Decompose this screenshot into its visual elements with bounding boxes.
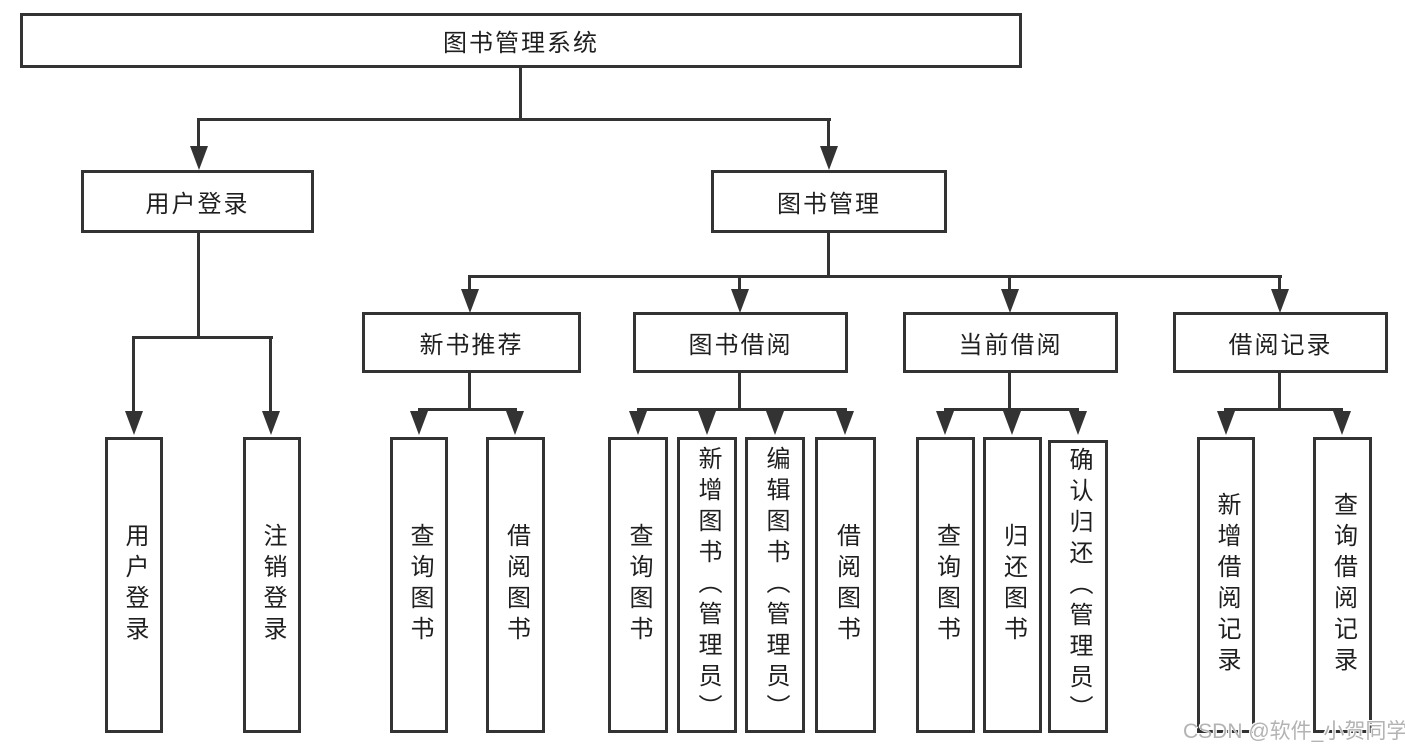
node-user-login-branch: 用户登录	[81, 170, 314, 233]
node-root: 图书管理系统	[20, 13, 1022, 68]
leaf-current-confirm-label: 确认归还（管理员）	[1065, 447, 1092, 726]
leaf-records-add: 新增借阅记录	[1197, 437, 1255, 733]
leaf-logout-label: 注销登录	[259, 523, 286, 647]
leaf-current-confirm: 确认归还（管理员）	[1048, 440, 1108, 733]
node-book-borrow-label: 图书借阅	[688, 332, 793, 359]
down-arrow-icon	[506, 411, 524, 435]
leaf-borrow-query-label: 查询图书	[625, 523, 652, 647]
connector-currentborrow-stem	[1008, 373, 1011, 411]
connector-bookborrow-stem	[738, 373, 741, 411]
down-arrow-icon	[125, 411, 143, 435]
node-borrow-records-label: 借阅记录	[1228, 332, 1333, 359]
leaf-borrow-add: 新增图书（管理员）	[677, 437, 737, 733]
arrow-stem	[1008, 275, 1011, 291]
down-arrow-icon	[190, 146, 208, 170]
down-arrow-icon	[1001, 289, 1019, 313]
leaf-user-login-label: 用户登录	[121, 523, 148, 647]
leaf-current-query: 查询图书	[916, 437, 975, 733]
arrow-stem	[269, 336, 272, 413]
leaf-user-login: 用户登录	[105, 437, 163, 733]
leaf-borrow-add-label: 新增图书（管理员）	[694, 445, 721, 725]
connector-bookborrow-hline	[637, 408, 847, 411]
down-arrow-icon	[629, 411, 647, 435]
leaf-borrow-borrow-label: 借阅图书	[832, 523, 860, 647]
down-arrow-icon	[836, 411, 854, 435]
node-current-borrow-group: 当前借阅	[903, 312, 1118, 373]
node-new-books-label: 新书推荐	[419, 332, 524, 359]
leaf-newbooks-borrow-label: 借阅图书	[502, 523, 530, 647]
down-arrow-icon	[731, 289, 749, 313]
down-arrow-icon	[1333, 411, 1351, 435]
leaf-borrow-borrow: 借阅图书	[815, 437, 876, 733]
connector-root-stem	[519, 66, 522, 120]
arrow-stem	[827, 118, 830, 148]
connector-records-hline	[1224, 408, 1343, 411]
csdn-watermark: CSDN @软件_小贺同学	[1183, 720, 1405, 743]
arrow-stem	[1278, 275, 1281, 291]
down-arrow-icon	[461, 289, 479, 313]
arrow-stem	[132, 336, 135, 413]
leaf-borrow-edit-label: 编辑图书（管理员）	[762, 445, 789, 725]
leaf-records-query: 查询借阅记录	[1313, 437, 1372, 733]
down-arrow-icon	[1069, 411, 1087, 435]
down-arrow-icon	[936, 411, 954, 435]
connector-bookmgmt-hline	[469, 275, 1282, 278]
connector-records-stem	[1278, 373, 1281, 411]
node-book-mgmt-branch: 图书管理	[711, 170, 947, 233]
connector-newbooks-hline	[418, 408, 517, 411]
node-new-books-group: 新书推荐	[362, 312, 581, 373]
arrow-stem	[468, 275, 471, 291]
node-book-mgmt-branch-label: 图书管理	[777, 191, 881, 218]
leaf-newbooks-query: 查询图书	[390, 437, 448, 733]
leaf-newbooks-borrow: 借阅图书	[486, 437, 545, 733]
node-book-borrow-group: 图书借阅	[633, 312, 848, 373]
leaf-current-return: 归还图书	[983, 437, 1042, 733]
down-arrow-icon	[1217, 411, 1235, 435]
leaf-borrow-query: 查询图书	[608, 437, 668, 733]
connector-newbooks-stem	[468, 373, 471, 411]
down-arrow-icon	[1003, 411, 1021, 435]
leaf-records-query-label: 查询借阅记录	[1329, 492, 1357, 678]
arrow-stem	[738, 275, 741, 291]
down-arrow-icon	[820, 146, 838, 170]
connector-userlogin-hline	[133, 336, 273, 339]
down-arrow-icon	[410, 411, 428, 435]
leaf-records-add-label: 新增借阅记录	[1213, 492, 1240, 678]
leaf-current-query-label: 查询图书	[932, 523, 960, 647]
arrow-stem	[197, 118, 200, 148]
leaf-newbooks-query-label: 查询图书	[406, 523, 433, 647]
leaf-current-return-label: 归还图书	[999, 523, 1027, 647]
down-arrow-icon	[698, 411, 716, 435]
connector-userlogin-stem	[197, 233, 200, 339]
connector-level1-hline	[198, 118, 831, 121]
leaf-logout: 注销登录	[243, 437, 301, 733]
node-user-login-branch-label: 用户登录	[145, 191, 250, 218]
down-arrow-icon	[766, 411, 784, 435]
connector-currentborrow-hline	[944, 408, 1079, 411]
down-arrow-icon	[1271, 289, 1289, 313]
node-current-borrow-label: 当前借阅	[958, 332, 1063, 359]
connector-bookmgmt-stem	[827, 233, 830, 278]
down-arrow-icon	[262, 411, 280, 435]
node-root-label: 图书管理系统	[443, 30, 599, 57]
leaf-borrow-edit: 编辑图书（管理员）	[745, 437, 805, 733]
node-borrow-records-group: 借阅记录	[1173, 312, 1388, 373]
